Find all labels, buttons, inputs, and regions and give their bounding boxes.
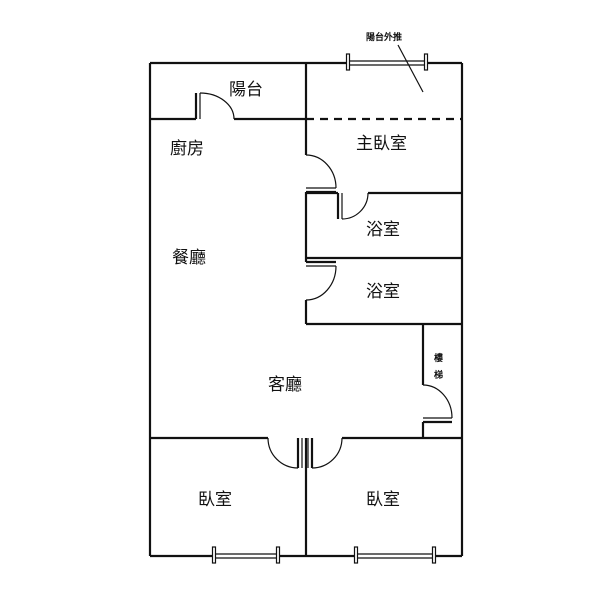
bedroom-left-label: 臥室 [198,490,232,510]
door-stairwell [422,384,453,424]
door-master-bedroom [305,154,337,194]
top-window [345,53,429,71]
bedroom-right-label: 臥室 [366,490,400,510]
interior-walls [150,63,462,556]
outer-walls [148,61,464,558]
balcony-extension-label: 陽台外推 [366,31,402,43]
living-room-label: 客廳 [268,375,302,395]
door-bedroom-left [267,437,303,469]
door-bathroom-2 [305,260,337,301]
door-balcony [194,92,235,120]
door-bathroom-1 [336,192,369,220]
stairwell-label-bottom: 梯 [434,369,443,381]
bottom-window-left [211,546,281,564]
balcony-label: 陽台 [229,80,263,100]
master-bedroom-label: 主臥室 [356,134,407,154]
bathroom-1-label: 浴室 [366,220,400,240]
bottom-window-right [353,546,437,564]
stairwell-label-top: 樓 [434,352,443,364]
bathroom-2-label: 浴室 [366,282,400,302]
dining-room-label: 餐廳 [172,248,206,268]
annotation-pointer [397,44,424,93]
kitchen-label: 廚房 [170,138,204,159]
door-bedroom-right [307,437,343,469]
